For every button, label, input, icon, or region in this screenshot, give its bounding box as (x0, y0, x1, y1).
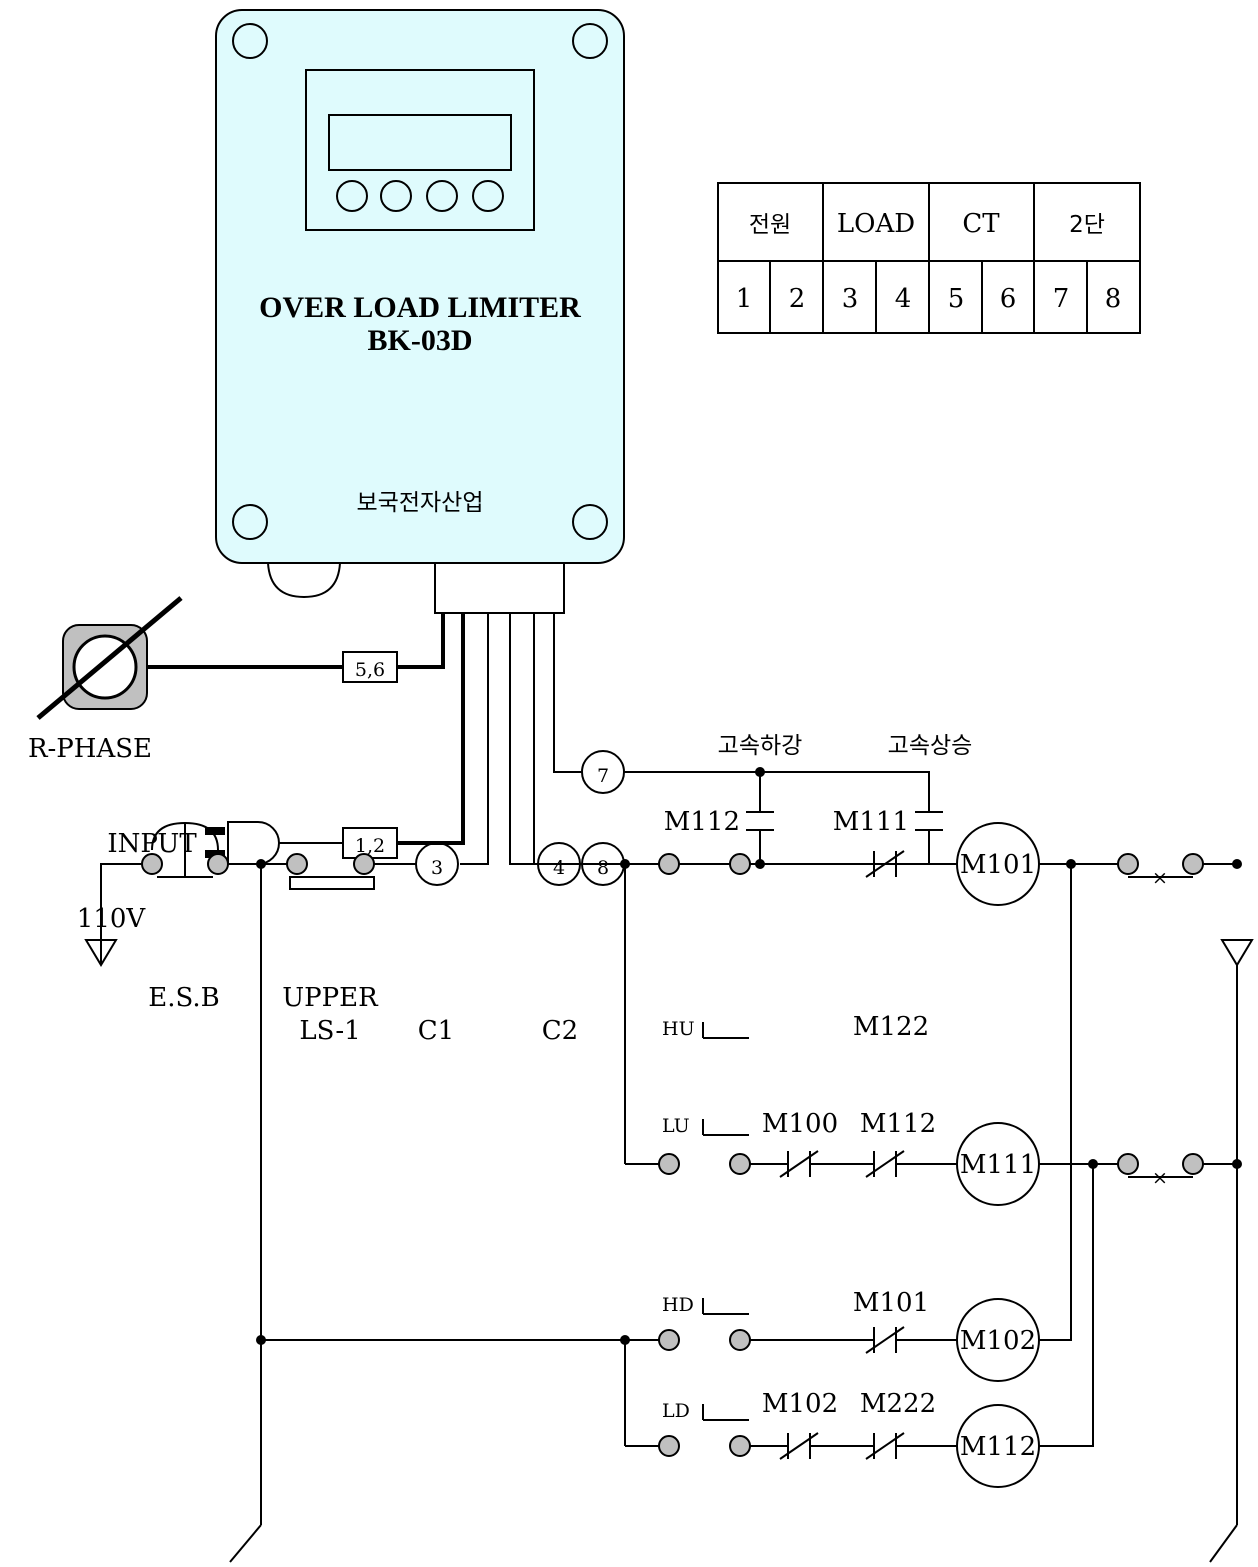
svg-text:3: 3 (431, 857, 443, 879)
device-model: BK-03D (368, 324, 473, 357)
voltage-label: 110V (77, 904, 147, 934)
svg-text:M111: M111 (960, 1150, 1036, 1180)
two-stage-output: 7 8 고속하강 고속상승 M112 M111 (581, 733, 973, 886)
table-pin: 5 (948, 284, 965, 314)
connector-wires (397, 613, 582, 865)
svg-text:M101: M101 (960, 850, 1036, 880)
lcd-screen (328, 114, 512, 171)
cable-gland (267, 562, 341, 599)
table-pin: 7 (1053, 284, 1070, 314)
table-pin: 3 (842, 284, 859, 314)
table-pin: 4 (895, 284, 912, 314)
table-pin: 2 (789, 284, 806, 314)
overload-limiter-unit: OVER LOAD LIMITER BK-03D 보국전자산업 (215, 9, 625, 614)
c2-label: C2 (542, 1016, 578, 1046)
mount-hole-icon (572, 504, 608, 540)
table-header-2stage: 2단 (1069, 212, 1105, 238)
ct-sensor: 5,6 R-PHASE (28, 596, 398, 764)
m112-contact-label: M112 (860, 1109, 936, 1139)
ct-wire-box (342, 651, 398, 683)
ld-label: LD (662, 1400, 690, 1422)
ls1-label: LS-1 (299, 1016, 360, 1046)
m122-label: M122 (853, 1012, 929, 1042)
table-pin: 1 (736, 284, 753, 314)
upper-label: UPPER (282, 983, 379, 1013)
high-up-label: 고속상승 (888, 733, 973, 759)
terminal-table: 전원 LOAD CT 2단 1 2 3 4 5 6 7 8 (717, 182, 1141, 334)
terminal-3 (415, 842, 459, 886)
rails (229, 864, 1254, 1563)
svg-text:8: 8 (597, 857, 609, 879)
c1-label: C1 (418, 1016, 454, 1046)
control-supply: 110V E.S.B UPPER LS-1 C1 3 C2 4 (77, 821, 581, 1046)
m102-contact-label: M102 (762, 1389, 838, 1419)
mount-hole-icon (232, 504, 268, 540)
table-pin: 6 (1000, 284, 1017, 314)
overload-contact-icon: × (1152, 867, 1168, 889)
ladder-logic: HU M122 M101 × LU M100 M1 (580, 822, 1242, 1488)
m100-label: M100 (762, 1109, 838, 1139)
svg-text:M112: M112 (960, 1432, 1036, 1462)
phase-conductor (36, 596, 183, 720)
high-down-label: 고속하강 (718, 733, 803, 759)
ct-wire-label: 5,6 (355, 659, 385, 681)
table-header-ct: CT (962, 209, 1000, 239)
svg-text:7: 7 (597, 765, 609, 787)
input-wire-label: 1,2 (355, 835, 385, 857)
panel-button[interactable] (426, 180, 458, 212)
table-pin: 8 (1105, 284, 1122, 314)
esb-label: E.S.B (148, 983, 220, 1013)
limit-switch-icon (289, 876, 375, 890)
svg-text:M102: M102 (960, 1326, 1036, 1356)
device-maker: 보국전자산업 (357, 490, 484, 516)
mount-hole-icon (232, 23, 268, 59)
m222-label: M222 (860, 1389, 936, 1419)
mount-hole-icon (572, 23, 608, 59)
table-header-load: LOAD (837, 209, 915, 239)
terminal-connector (434, 562, 565, 614)
contact-m111-label: M111 (833, 807, 909, 837)
device-title: OVER LOAD LIMITER (259, 291, 581, 324)
svg-text:4: 4 (553, 857, 565, 879)
hd-label: HD (662, 1294, 694, 1316)
lu-label: LU (662, 1115, 690, 1137)
r-phase-label: R-PHASE (28, 734, 152, 764)
panel-button[interactable] (336, 180, 368, 212)
display-panel (305, 69, 535, 231)
table-header-power: 전원 (749, 212, 791, 238)
plug-icon (227, 821, 280, 865)
m101-contact-label: M101 (853, 1288, 929, 1318)
panel-button[interactable] (472, 180, 504, 212)
contact-m112-label: M112 (664, 807, 740, 837)
panel-button[interactable] (380, 180, 412, 212)
overload-contact-icon: × (1152, 1167, 1168, 1189)
hu-label: HU (662, 1018, 695, 1040)
